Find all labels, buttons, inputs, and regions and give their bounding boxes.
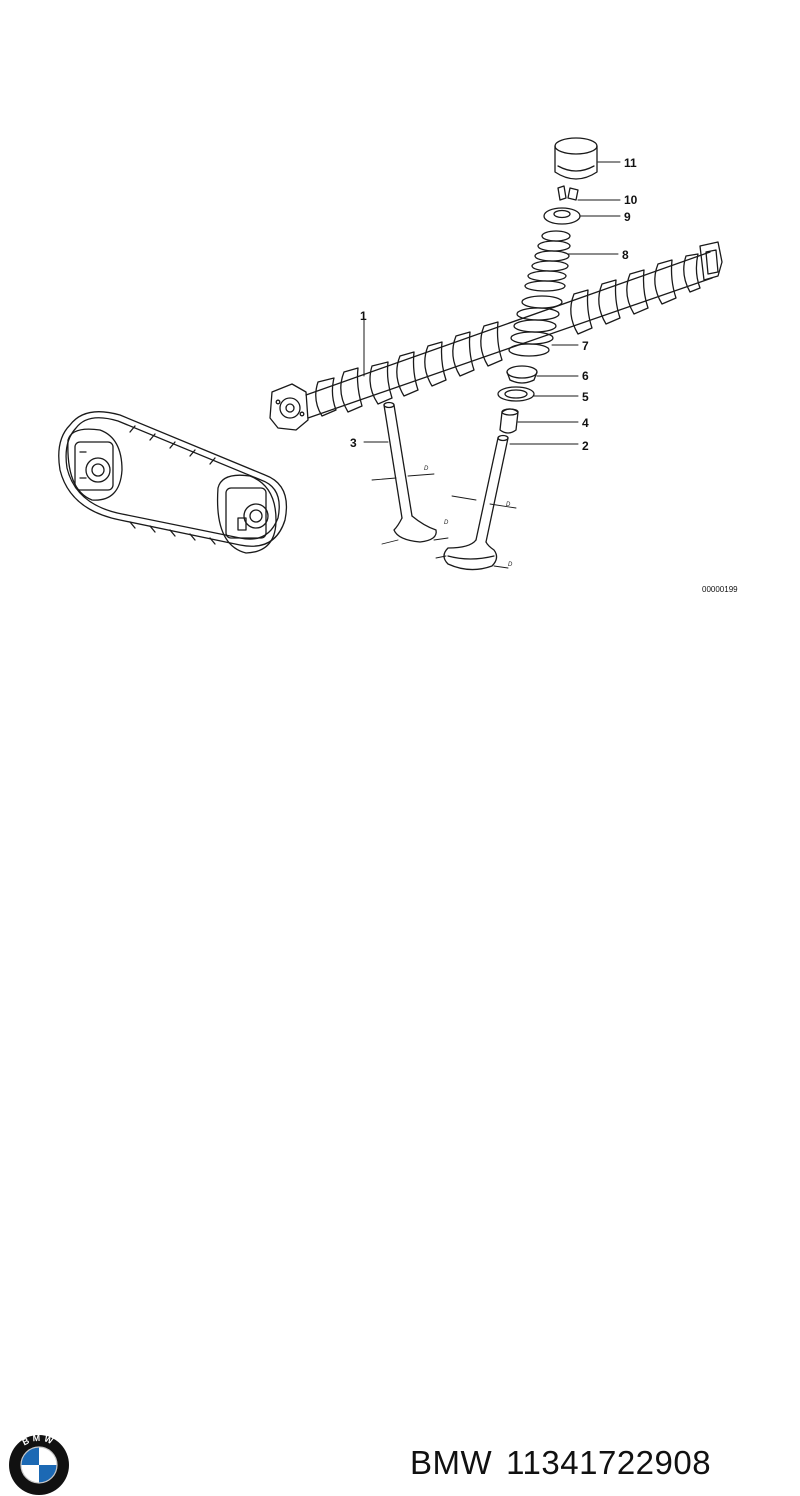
- callout-5: 5: [582, 390, 589, 404]
- valve-keepers: [557, 185, 579, 201]
- dimension-marks: [371, 473, 517, 569]
- spring-retainer: [543, 207, 581, 225]
- camshaft: [269, 241, 723, 431]
- dimension-label: D: [424, 466, 429, 472]
- bmw-logo: BMW: [9, 1433, 69, 1495]
- part-title: BMW 11341722908: [410, 1444, 711, 1482]
- parts-diagram: 1 2 3 4 5 6 7 8 9 10 11 D D D D 00000199: [58, 137, 738, 594]
- dimension-label: D: [506, 502, 511, 508]
- callout-1: 1: [360, 309, 367, 323]
- callout-7: 7: [582, 339, 589, 353]
- leader-lines: [363, 161, 621, 445]
- callout-9: 9: [624, 210, 631, 224]
- outer-valve-spring: [508, 295, 563, 357]
- callout-6: 6: [582, 369, 589, 383]
- spring-seat: [506, 365, 538, 384]
- footer: BMW BMW 11341722908: [0, 700, 800, 1495]
- callout-8: 8: [622, 248, 629, 262]
- exhaust-valve: [443, 434, 509, 571]
- timing-belt-assembly: [58, 411, 288, 554]
- bucket-tappet: [554, 137, 598, 180]
- callout-3: 3: [350, 436, 357, 450]
- callout-2: 2: [582, 439, 589, 453]
- diagram-reference-code: 00000199: [702, 585, 738, 594]
- callout-10: 10: [624, 193, 638, 207]
- part-number: 11341722908: [506, 1444, 712, 1481]
- callout-11: 11: [624, 156, 637, 170]
- dimension-label: D: [444, 520, 449, 526]
- seal-ring: [497, 386, 535, 402]
- intake-valve: [383, 401, 437, 543]
- brand-name: BMW: [410, 1444, 493, 1481]
- valve-spring: [524, 230, 571, 292]
- dimension-label: D: [508, 562, 513, 568]
- callout-4: 4: [582, 416, 589, 430]
- valve-stem-seal: [499, 408, 519, 434]
